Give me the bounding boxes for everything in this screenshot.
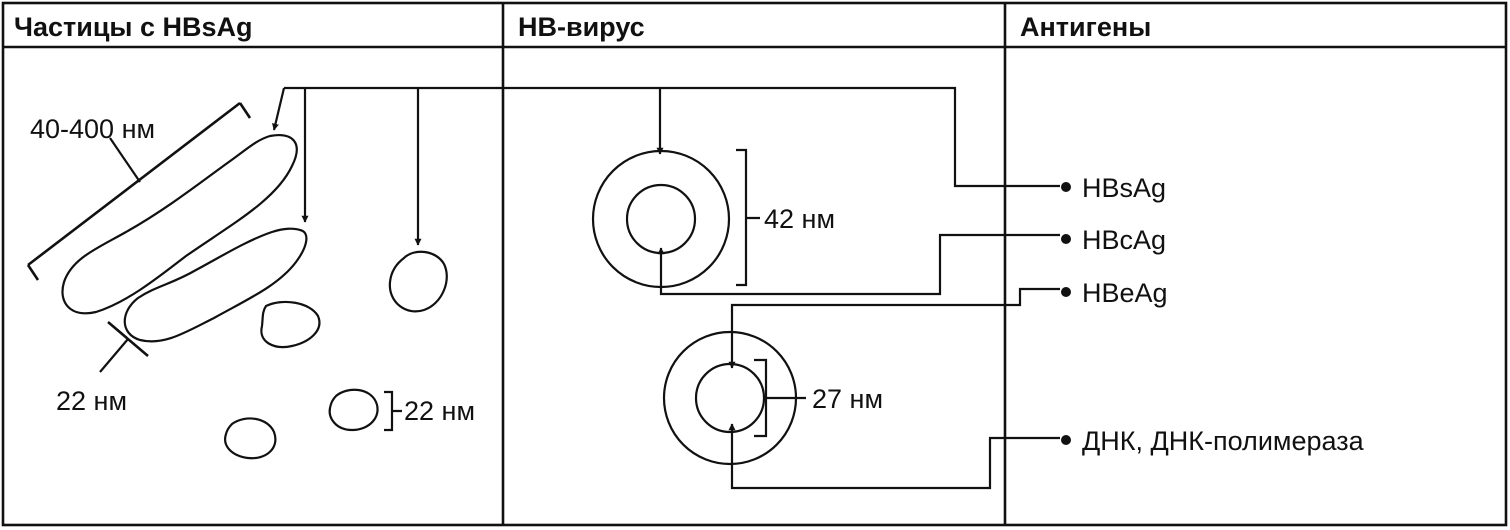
filament-width-label: 22 нм (56, 386, 127, 416)
hbsag-connector (272, 86, 1060, 246)
header-antigens: Антигены (1020, 12, 1151, 42)
antigen-hbcag: HBcAg (1082, 225, 1166, 255)
dna-connector (728, 423, 1060, 490)
core-size-label: 27 нм (812, 384, 883, 414)
core-bracket (754, 358, 806, 438)
sphere-size-label: 22 нм (404, 396, 475, 426)
hbcag-connector (657, 233, 1060, 296)
virion-bracket (736, 148, 760, 287)
antigen-hbeag: HBeAg (1082, 278, 1168, 308)
sphere-particle-1 (388, 250, 448, 313)
bullet-dna (1061, 435, 1071, 445)
length-bracket (26, 101, 252, 281)
core-inner (694, 362, 766, 434)
width-marker (99, 321, 149, 373)
bullet-hbeag (1061, 287, 1071, 297)
header-virus: HB-вирус (518, 12, 645, 42)
filament-particle-upper (61, 134, 298, 315)
bullet-hbcag (1061, 234, 1071, 244)
filament-particle-lower (123, 227, 308, 343)
virion-size-label: 42 нм (764, 204, 835, 234)
antigen-dna: ДНК, ДНК-полимераза (1082, 426, 1365, 456)
antigen-hbsag: HBsAg (1082, 173, 1166, 203)
sphere-particle-3 (328, 388, 379, 432)
hbeag-connector (728, 287, 1060, 369)
header-particles: Частицы с HBsAg (14, 12, 253, 42)
length-label: 40-400 нм (30, 114, 155, 144)
sphere-particle-2 (260, 300, 321, 349)
sphere-bracket (384, 390, 402, 432)
virion-core (625, 183, 697, 255)
bullet-hbsag (1061, 182, 1071, 192)
sphere-particle-4 (224, 417, 277, 460)
